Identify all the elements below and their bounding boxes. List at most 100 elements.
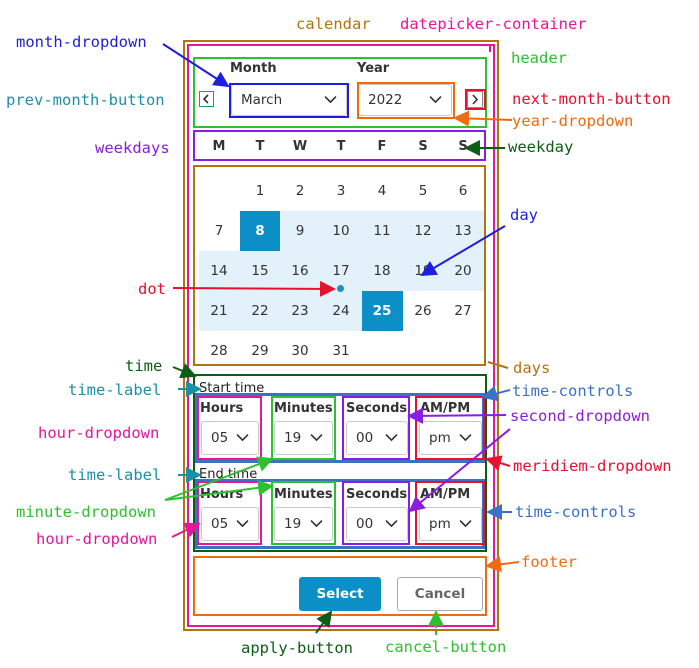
day-cell[interactable]: 20	[454, 263, 472, 279]
day-cell[interactable]: 28	[210, 343, 228, 359]
arrow-minute-dropdown-2	[164, 479, 274, 501]
chevron-down-icon	[385, 434, 398, 442]
day-cell[interactable]: 22	[251, 303, 269, 319]
arrow-time-controls-1	[481, 385, 511, 402]
end-minute-select[interactable]: 19	[274, 507, 333, 541]
weekday: F	[377, 139, 387, 154]
weekday: S	[418, 139, 428, 154]
chevron-down-icon	[236, 520, 249, 528]
end-second-select[interactable]: 00	[346, 507, 408, 541]
arrow-days	[487, 361, 509, 369]
label-weekdays: weekdays	[95, 139, 170, 157]
arrow-apply-button	[315, 610, 333, 634]
day-cell[interactable]: 6	[458, 183, 468, 199]
chevron-down-icon	[324, 96, 337, 104]
day-cell[interactable]: 12	[414, 223, 432, 239]
label-time-controls-2: time-controls	[515, 503, 637, 521]
start-ampm-label: AM/PM	[420, 401, 471, 416]
label-cancel-button: cancel-button	[385, 638, 507, 656]
year-select[interactable]: 2022	[358, 84, 452, 116]
day-cell[interactable]: 26	[414, 303, 432, 319]
weekday: M	[212, 139, 226, 154]
day-cell[interactable]: 13	[454, 223, 472, 239]
day-cell[interactable]: 9	[295, 223, 305, 239]
day-cell[interactable]: 1	[255, 183, 265, 199]
label-datepicker-container: datepicker-container	[400, 15, 587, 33]
end-minutes-label: Minutes	[274, 487, 333, 502]
label-time-label-2: time-label	[68, 466, 162, 484]
weekday: W	[292, 139, 308, 154]
day-cell[interactable]: 30	[291, 343, 309, 359]
day-cell[interactable]: 3	[336, 183, 346, 199]
chevron-down-icon	[459, 434, 472, 442]
day-cell[interactable]: 17	[332, 263, 350, 279]
arrow-footer	[485, 556, 520, 573]
arrow-hour-dropdown-2	[171, 522, 201, 538]
start-minutes-label: Minutes	[274, 401, 333, 416]
arrow-time	[172, 363, 197, 379]
month-label: Month	[230, 61, 277, 76]
start-hour-select[interactable]: 05	[201, 421, 259, 455]
selected-end-bg	[362, 291, 403, 331]
cancel-button[interactable]: Cancel	[397, 577, 483, 611]
start-time-label: Start time	[199, 381, 265, 396]
label-apply-button: apply-button	[241, 639, 353, 657]
label-hour-dropdown-2: hour-dropdown	[36, 530, 158, 548]
arrow-minute-dropdown-1	[164, 456, 274, 501]
month-value: March	[241, 92, 283, 108]
start-minute-value: 19	[284, 430, 302, 446]
chevron-down-icon	[236, 434, 249, 442]
label-next-month-button: next-month-button	[512, 90, 671, 108]
selected-start-bg	[240, 211, 280, 251]
label-footer: footer	[521, 553, 577, 571]
chevron-down-icon	[310, 434, 323, 442]
day-cell[interactable]: 4	[377, 183, 387, 199]
day-cell[interactable]: 31	[332, 343, 350, 359]
label-prev-month-button: prev-month-button	[6, 91, 165, 109]
arrow-meridiem-dropdown	[485, 455, 511, 471]
day-cell[interactable]: 16	[291, 263, 309, 279]
end-second-value: 00	[356, 516, 374, 532]
chevron-left-icon	[202, 94, 209, 104]
day-cell[interactable]: 14	[210, 263, 228, 279]
end-ampm-select[interactable]: pm	[419, 507, 482, 541]
next-month-button[interactable]	[467, 91, 483, 108]
day-cell[interactable]: 2	[295, 183, 305, 199]
end-ampm-label: AM/PM	[420, 487, 471, 502]
day-cell[interactable]: 27	[454, 303, 472, 319]
day-cell[interactable]: 29	[251, 343, 269, 359]
end-hour-value: 05	[211, 516, 229, 532]
day-cell[interactable]: 23	[291, 303, 309, 319]
prev-month-button[interactable]	[199, 91, 214, 107]
arrow-second-dropdown-1	[407, 407, 507, 424]
start-hours-label: Hours	[200, 401, 244, 416]
start-second-select[interactable]: 00	[346, 421, 408, 455]
day-cell[interactable]: 7	[214, 223, 224, 239]
label-second-dropdown: second-dropdown	[510, 407, 650, 425]
month-select[interactable]: March	[231, 84, 347, 116]
day-cell[interactable]: 8	[255, 223, 265, 239]
start-ampm-select[interactable]: pm	[419, 421, 482, 455]
start-hour-value: 05	[211, 430, 229, 446]
day-cell[interactable]: 18	[373, 263, 391, 279]
start-minute-select[interactable]: 19	[274, 421, 333, 455]
arrow-year-dropdown	[453, 110, 513, 127]
select-button[interactable]: Select	[299, 577, 381, 611]
label-header: header	[511, 49, 567, 67]
arrow-second-dropdown-2	[408, 428, 511, 513]
end-hour-select[interactable]: 05	[201, 507, 259, 541]
year-label: Year	[357, 61, 390, 76]
day-cell[interactable]: 15	[251, 263, 269, 279]
day-cell[interactable]: 10	[332, 223, 350, 239]
day-cell[interactable]: 11	[373, 223, 391, 239]
day-cell[interactable]: 25	[372, 303, 392, 319]
chevron-right-icon	[472, 94, 479, 105]
day-cell[interactable]: 21	[210, 303, 228, 319]
dot	[337, 285, 344, 292]
label-meridiem-dropdown: meridiem-dropdown	[513, 457, 672, 475]
label-hour-dropdown-1: hour-dropdown	[38, 424, 160, 442]
day-cell[interactable]: 5	[418, 183, 428, 199]
day-cell[interactable]: 24	[332, 303, 350, 319]
chevron-down-icon	[310, 520, 323, 528]
